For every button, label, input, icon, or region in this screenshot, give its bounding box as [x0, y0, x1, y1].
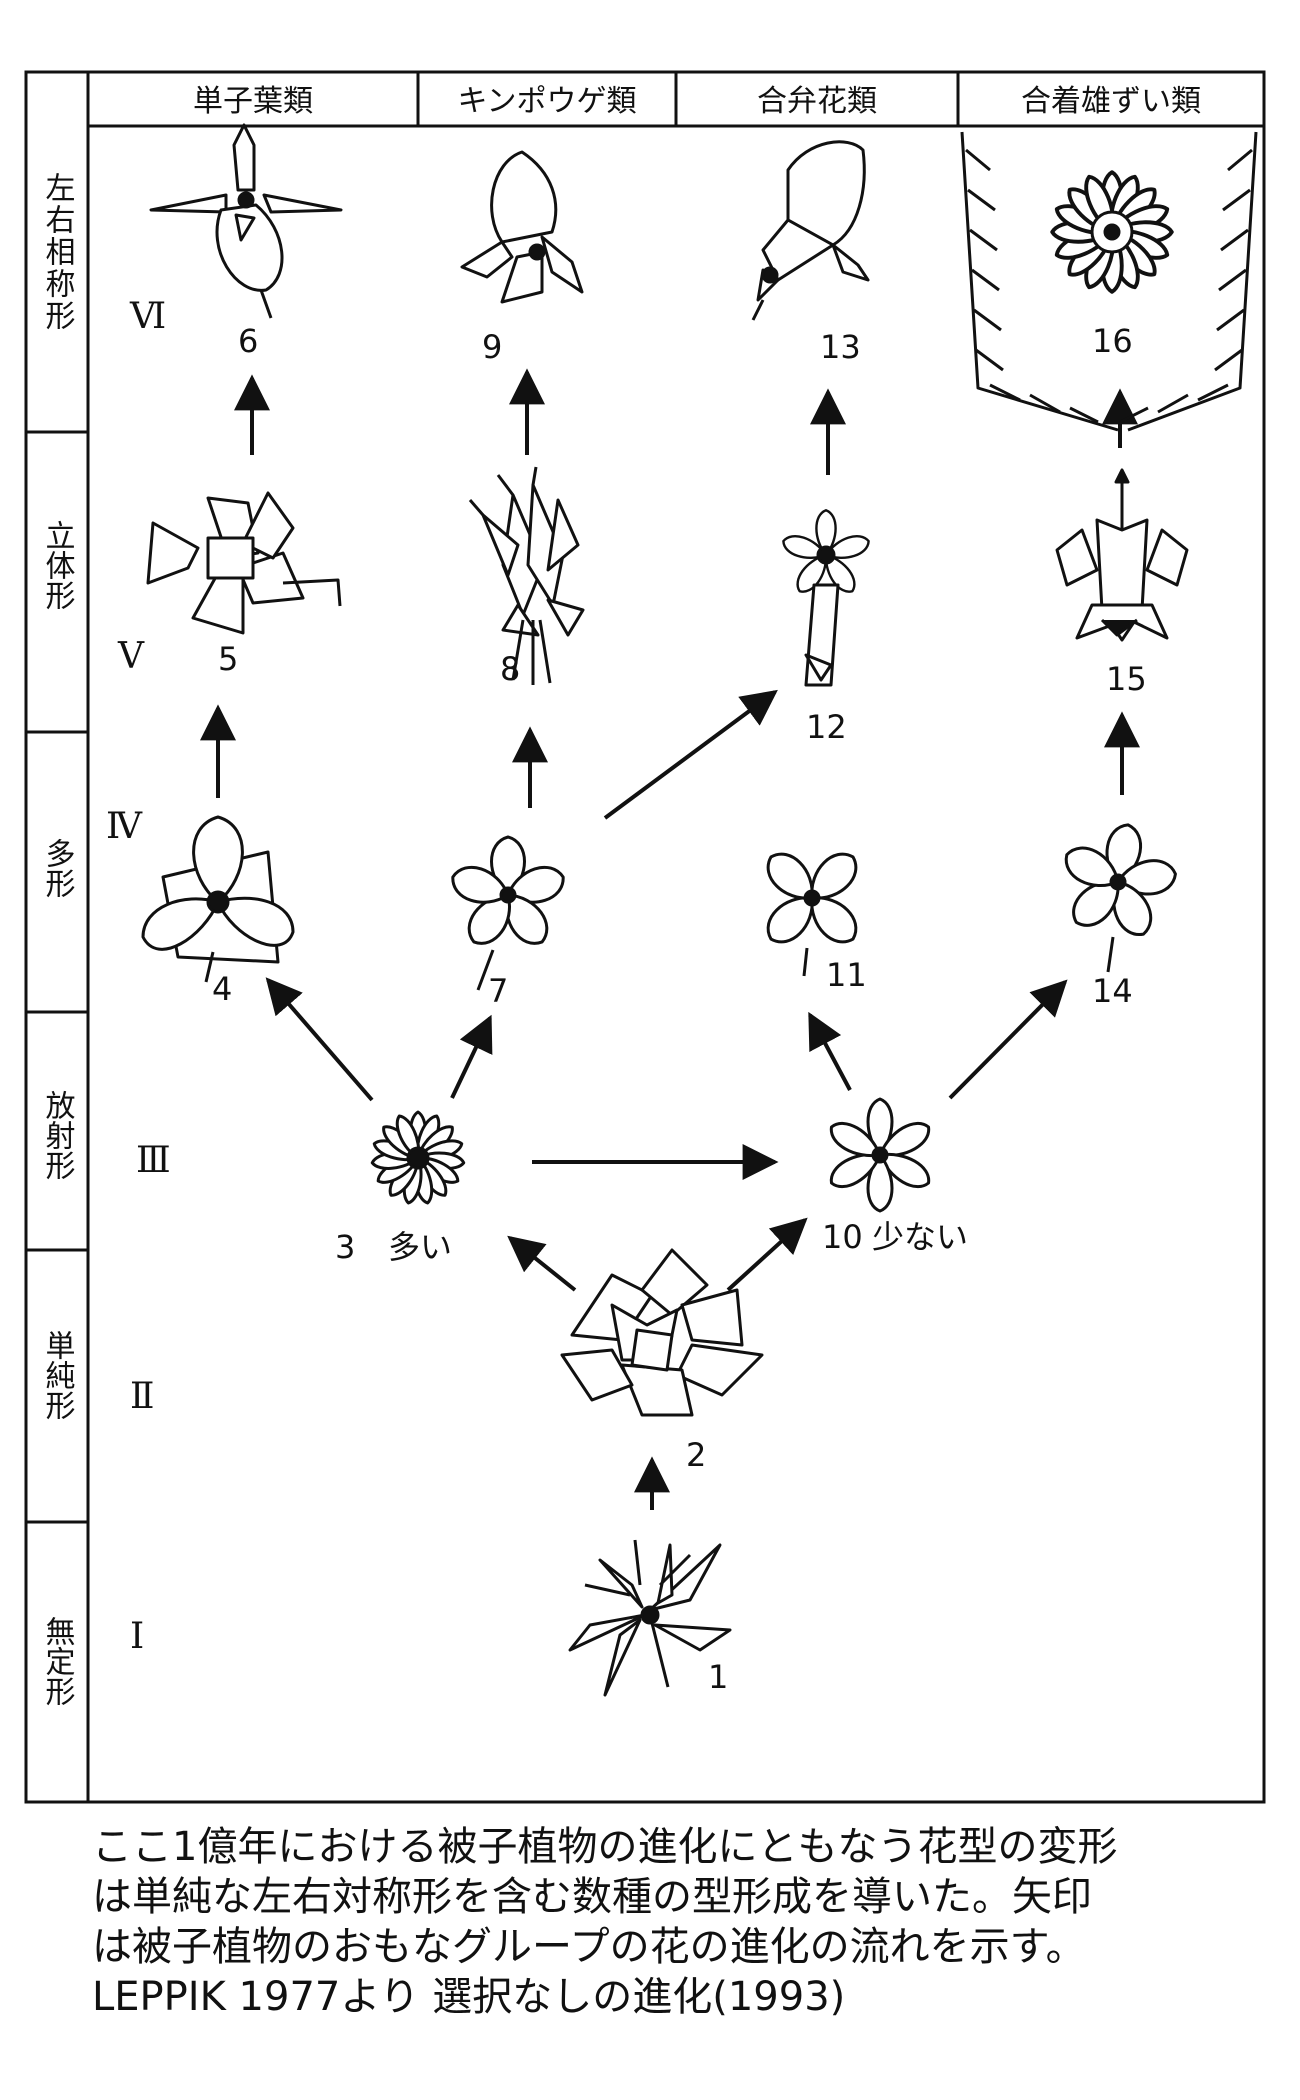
arrow-2-to-10 [726, 1217, 808, 1292]
flower-16-illustration [960, 131, 1258, 432]
flower-15-illustration [1055, 468, 1189, 642]
flower-label-12: 12 [806, 708, 847, 746]
flower-label-2: 2 [686, 1436, 706, 1474]
caption-line-1: ここ1億年における被子植物の進化にともなう花型の変形 [92, 1824, 1118, 1870]
flower-8-illustration [468, 466, 585, 685]
evolution-arrows [200, 368, 1140, 1510]
stage-numerals: Ⅵ Ⅴ Ⅳ Ⅲ Ⅱ Ⅰ [106, 296, 171, 1657]
stage-numeral-3: Ⅲ [136, 1140, 171, 1181]
flower-5-illustration [146, 491, 342, 635]
flower-label-3-note: 多い [388, 1228, 452, 1266]
flower-label-15: 15 [1106, 660, 1147, 698]
flower-label-7: 7 [488, 972, 508, 1010]
column-header-monocots: 単子葉類 [193, 84, 313, 119]
flower-label-5: 5 [218, 640, 238, 678]
figure-caption: ここ1億年における被子植物の進化にともなう花型の変形 は単純な左右対称形を含む数… [92, 1822, 1212, 2022]
stage-numeral-1: Ⅰ [130, 1616, 144, 1657]
row-label-pleomorphic: 多形 [40, 838, 75, 898]
row-label-stereomorphic: 立体形 [40, 520, 76, 610]
caption-line-2: は単純な左右対称形を含む数種の型形成を導いた。矢印 [92, 1874, 1092, 1920]
diagram-frame [24, 70, 1266, 1804]
row-label-haplomorphic: 単純形 [40, 1330, 75, 1420]
arrow-10-to-14 [948, 979, 1068, 1100]
flower-11-illustration [757, 843, 867, 977]
stage-numeral-6: Ⅵ [129, 296, 166, 337]
arrow-10-to-11 [808, 1011, 852, 1091]
flower-label-3: 3 [335, 1228, 355, 1266]
flower-6-illustration [149, 123, 343, 319]
flower-label-6: 6 [238, 322, 258, 360]
flower-7-illustration [446, 835, 570, 991]
flower-4-illustration [141, 815, 295, 983]
flower-1-illustration [568, 1539, 732, 1697]
flower-label-13: 13 [820, 328, 861, 366]
row-label-actinomorphic: 放射形 [40, 1090, 76, 1180]
flower-label-4: 4 [212, 970, 232, 1008]
caption-line-4: LEPPIK 1977より 選択なしの進化(1993) [92, 1974, 846, 2020]
flower-label-1: 1 [708, 1658, 728, 1696]
flower-label-11: 11 [826, 956, 867, 994]
row-labels: 左右相称形 立体形 多形 放射形 単純形 無定形 [40, 172, 76, 1706]
column-header-asterids: 合着雄ずい類 [1021, 84, 1201, 119]
caption-line-3: は被子植物のおもなグループの花の進化の流れを示す。 [92, 1924, 1086, 1970]
flower-label-14: 14 [1092, 972, 1133, 1010]
flower-3-illustration [369, 1110, 467, 1207]
arrow-3-to-7 [450, 1014, 493, 1099]
flower-10-illustration [824, 1097, 936, 1213]
flower-label-10-note: 少ない [872, 1218, 968, 1256]
flower-label-16: 16 [1092, 322, 1133, 360]
column-headers: 単子葉類 キンポウゲ類 合弁花類 合着雄ずい類 [193, 84, 1201, 119]
stage-numeral-5: Ⅴ [117, 636, 145, 677]
arrow-3-to-4 [265, 977, 374, 1102]
flower-13-illustration [751, 140, 870, 321]
stage-numeral-4: Ⅳ [106, 806, 143, 847]
flower-9-illustration [460, 150, 584, 304]
flower-label-8: 8 [500, 650, 520, 688]
arrow-7-to-12 [603, 689, 778, 820]
flower-label-9: 9 [482, 328, 502, 366]
column-header-ranunculales: キンポウゲ類 [457, 84, 636, 119]
flower-14-illustration [1057, 820, 1180, 973]
flower-label-10: 10 [822, 1218, 863, 1256]
row-label-zygomorphic: 左右相称形 [40, 172, 76, 332]
flower-12-illustration [779, 509, 873, 687]
flower-2-illustration [560, 1248, 764, 1417]
flower-numbers: 1 2 3 多い 10 少ない 4 7 11 14 5 8 12 15 6 9 … [212, 322, 1147, 1696]
column-header-sympetalae: 合弁花類 [757, 84, 877, 119]
row-label-amorphic: 無定形 [40, 1616, 75, 1706]
arrow-2-to-3 [507, 1235, 577, 1292]
stage-numeral-2: Ⅱ [130, 1376, 154, 1417]
